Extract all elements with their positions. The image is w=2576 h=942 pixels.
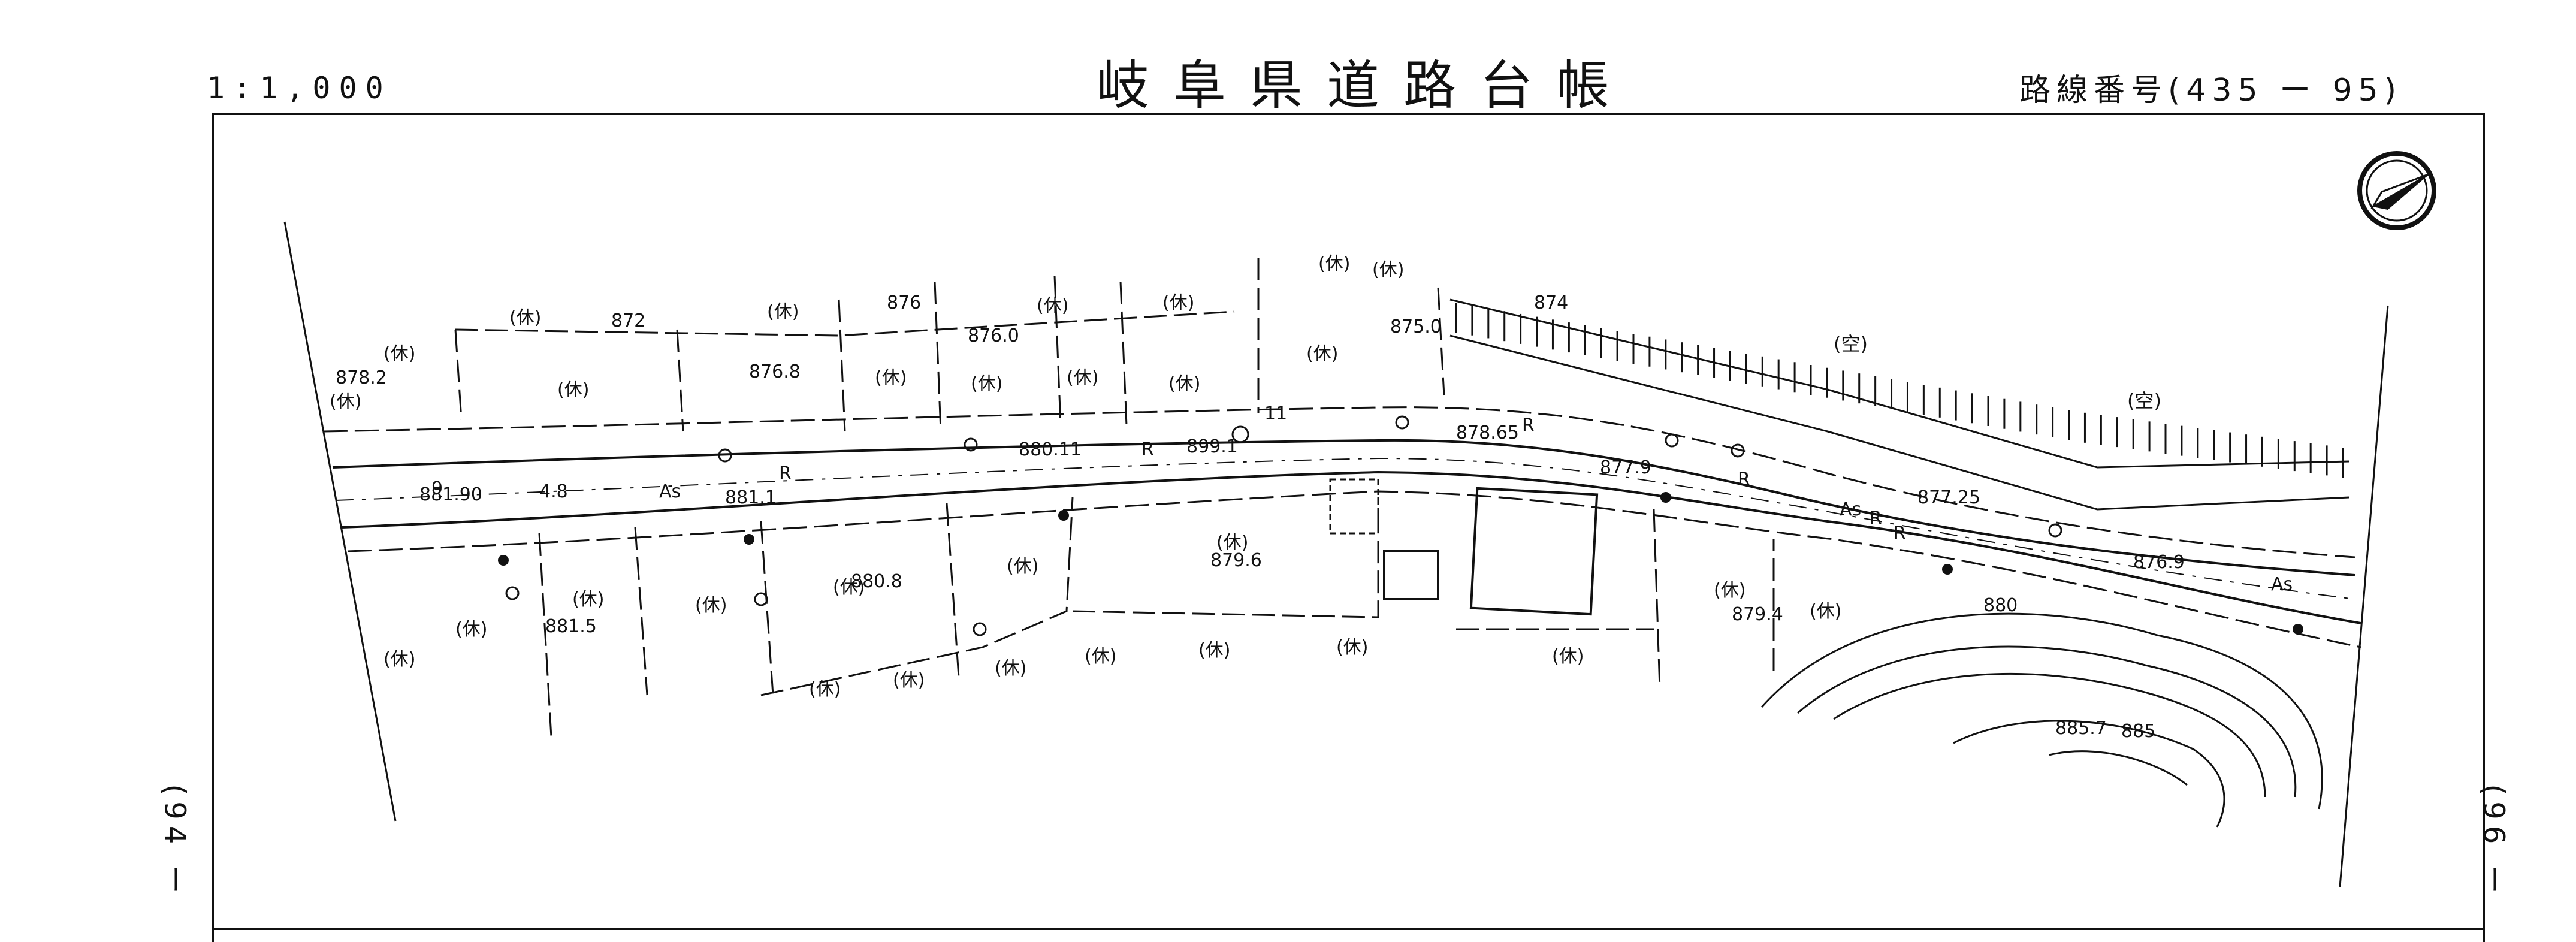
- land-use-label: (休): [1162, 292, 1194, 313]
- road-mark-label: 11: [1264, 403, 1287, 424]
- land-use-label: (休): [1318, 253, 1350, 274]
- elevation-label: 876.0: [968, 325, 1019, 346]
- contour-lines: [1760, 612, 2323, 828]
- elevation-label: 877.9: [1600, 457, 1651, 478]
- land-use-label: (休): [971, 373, 1002, 394]
- land-use-label: (休): [1085, 646, 1116, 667]
- elevation-label: 879.4: [1732, 604, 1783, 625]
- land-use-label: (休): [330, 391, 361, 412]
- elevation-label: 874: [1534, 292, 1568, 313]
- elevation-label: 876.8: [749, 361, 801, 382]
- parcel-lines-north: [454, 258, 1445, 432]
- land-use-label: (休): [1810, 601, 1841, 622]
- building-small-dashed: [1329, 478, 1379, 535]
- land-use-label: (休): [1037, 295, 1068, 316]
- building-small: [1383, 550, 1439, 600]
- road-mark-label: R: [1870, 508, 1882, 529]
- elevation-label: 876.9: [2133, 552, 2185, 573]
- road-edge-outer-south: [347, 490, 2361, 648]
- land-use-label: (空): [2127, 390, 2161, 412]
- land-use-label: (休): [767, 301, 799, 322]
- road-mark-label: As: [659, 481, 681, 502]
- land-use-label: (休): [1007, 556, 1038, 577]
- land-use-label: (休): [1067, 367, 1098, 388]
- land-use-label: (休): [809, 679, 841, 700]
- land-use-label: (休): [1714, 580, 1745, 601]
- land-use-label: (休): [509, 307, 541, 328]
- road-mark-label: R: [779, 463, 792, 484]
- elevation-label: 880.8: [851, 571, 902, 592]
- elevation-label: 881.5: [545, 616, 597, 637]
- land-use-label: (休): [695, 595, 727, 616]
- survey-markers: [505, 415, 2062, 636]
- elevation-label: 879.6: [1210, 550, 1262, 571]
- road-mark-label: R: [1141, 439, 1154, 460]
- land-use-label: (休): [875, 367, 907, 388]
- land-use-label: (休): [833, 577, 865, 598]
- road-edge-north: [332, 439, 2355, 576]
- elevation-label: 881.90: [419, 484, 482, 505]
- road-mark-label: R: [1738, 469, 1750, 490]
- elevation-label: 876: [887, 292, 921, 313]
- page-title: 岐阜県道路台帳: [1097, 55, 1634, 116]
- map-frame: [212, 113, 2485, 942]
- road-mark-label: R: [1894, 523, 1906, 544]
- land-use-label: (休): [383, 343, 415, 364]
- utility-poles: [498, 492, 2303, 635]
- land-use-label: (休): [1306, 343, 1338, 364]
- land-use-label: (休): [455, 619, 487, 640]
- elevation-label: 885.7: [2055, 718, 2107, 739]
- route-number: 路線番号(435 ー 95): [2019, 73, 2403, 108]
- road-edge-outer-north: [323, 406, 2355, 558]
- building: [1469, 487, 1599, 616]
- road-mark-label: As: [2271, 574, 2293, 595]
- elevation-label: 881.1: [725, 487, 777, 508]
- scale-label: 1:1,000: [207, 71, 392, 105]
- land-use-label: (空): [1834, 333, 1868, 355]
- elevation-label: 878.2: [336, 367, 387, 388]
- elevation-label: 885: [2121, 721, 2155, 742]
- land-use-label: (休): [572, 589, 604, 610]
- land-use-label: (休): [557, 379, 589, 400]
- embankment-hatch: [1449, 298, 2349, 511]
- land-use-label: (休): [383, 649, 415, 670]
- elevation-label: 880: [1983, 595, 2018, 616]
- road-edge-south: [341, 470, 2361, 624]
- road-mark-label: 4.8: [539, 481, 568, 502]
- land-use-label: (休): [1198, 640, 1230, 661]
- elevation-label: 880.11: [1019, 439, 1082, 460]
- elevation-label: 875.0: [1390, 316, 1442, 337]
- land-use-label: (休): [1168, 373, 1200, 394]
- land-use-label: (休): [893, 670, 925, 691]
- north-arrow-icon: [2357, 151, 2436, 230]
- elevation-label: 878.65: [1456, 422, 1519, 443]
- elevation-label: 899.1: [1186, 436, 1238, 457]
- land-use-label: (休): [1552, 646, 1584, 667]
- land-use-label: (休): [1336, 637, 1368, 658]
- road-mark-label: R: [1522, 415, 1535, 436]
- elevation-label: 872: [611, 310, 645, 331]
- land-use-label: (休): [995, 658, 1026, 679]
- elevation-label: 877.25: [1917, 487, 1980, 508]
- land-use-label: (休): [1372, 259, 1404, 280]
- road-mark-label: 9: [431, 478, 443, 499]
- road-centerline: [335, 457, 2355, 600]
- road-mark-label: As: [1840, 499, 1861, 520]
- land-use-label: (休): [1216, 532, 1248, 553]
- parcel-lines-south: [538, 497, 1775, 738]
